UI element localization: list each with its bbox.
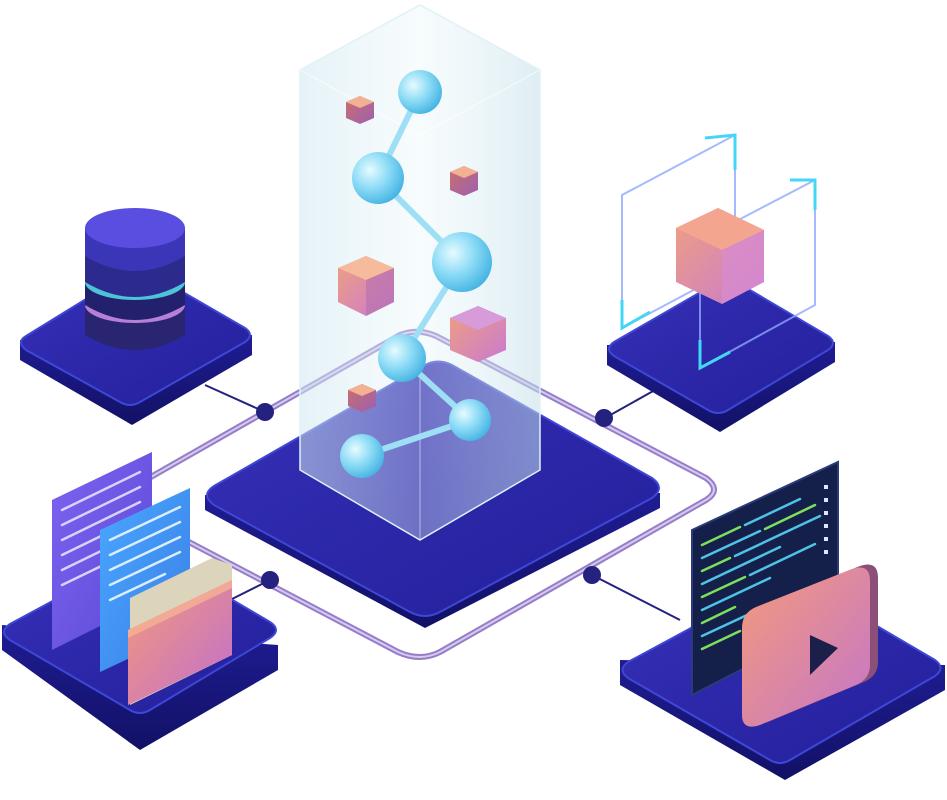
database-icon	[85, 208, 185, 350]
video-player-icon	[742, 564, 878, 727]
node-dot	[583, 566, 601, 584]
node-dot	[256, 403, 274, 421]
play-icon	[810, 635, 838, 675]
platform-cube-frame	[607, 133, 835, 432]
platform-database	[20, 208, 252, 425]
node-dot	[595, 409, 613, 427]
cube-icon	[450, 166, 478, 196]
cube-icon	[346, 96, 374, 124]
molecule-atom	[340, 434, 384, 478]
cube-icon	[348, 384, 376, 412]
molecule-atom	[398, 70, 442, 114]
molecule-atom	[449, 399, 491, 441]
cube-frame-icon	[620, 133, 817, 371]
connector-dots	[256, 403, 613, 589]
molecule-icon	[340, 70, 492, 478]
molecule-atom	[378, 334, 426, 382]
molecule-atom	[352, 152, 404, 204]
node-dot	[261, 571, 279, 589]
cube-icon	[450, 306, 506, 362]
platform-video-code	[620, 460, 945, 780]
folder-icon	[128, 558, 232, 705]
floating-cubes	[338, 96, 506, 412]
molecule-atom	[432, 232, 492, 292]
documents-icon	[52, 452, 190, 672]
platform-documents	[2, 452, 278, 750]
cube-icon	[338, 256, 394, 316]
